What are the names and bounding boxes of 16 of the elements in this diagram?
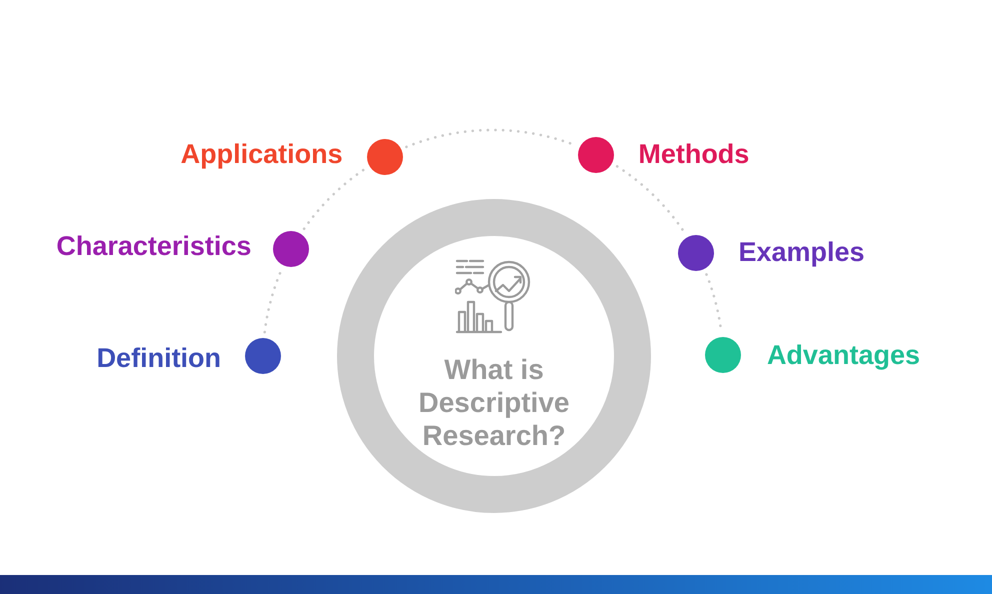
topic-label: Characteristics <box>56 232 252 260</box>
dot-node <box>366 139 403 176</box>
topic-label: Applications <box>180 140 343 168</box>
center-title: What is Descriptive Research? <box>418 353 570 452</box>
dot-node <box>245 338 282 374</box>
dotted-connector <box>616 165 686 234</box>
dotted-connector <box>263 270 282 334</box>
topic-label: Examples <box>738 238 865 266</box>
dotted-connector <box>302 168 366 230</box>
topic-label: Advantages <box>766 340 920 369</box>
dot-node <box>578 136 614 173</box>
topic-label: Methods <box>638 140 750 168</box>
dot-node <box>273 231 310 268</box>
dot-node <box>704 336 741 373</box>
topic-label: Definition <box>96 344 222 372</box>
dot-node <box>678 234 714 271</box>
